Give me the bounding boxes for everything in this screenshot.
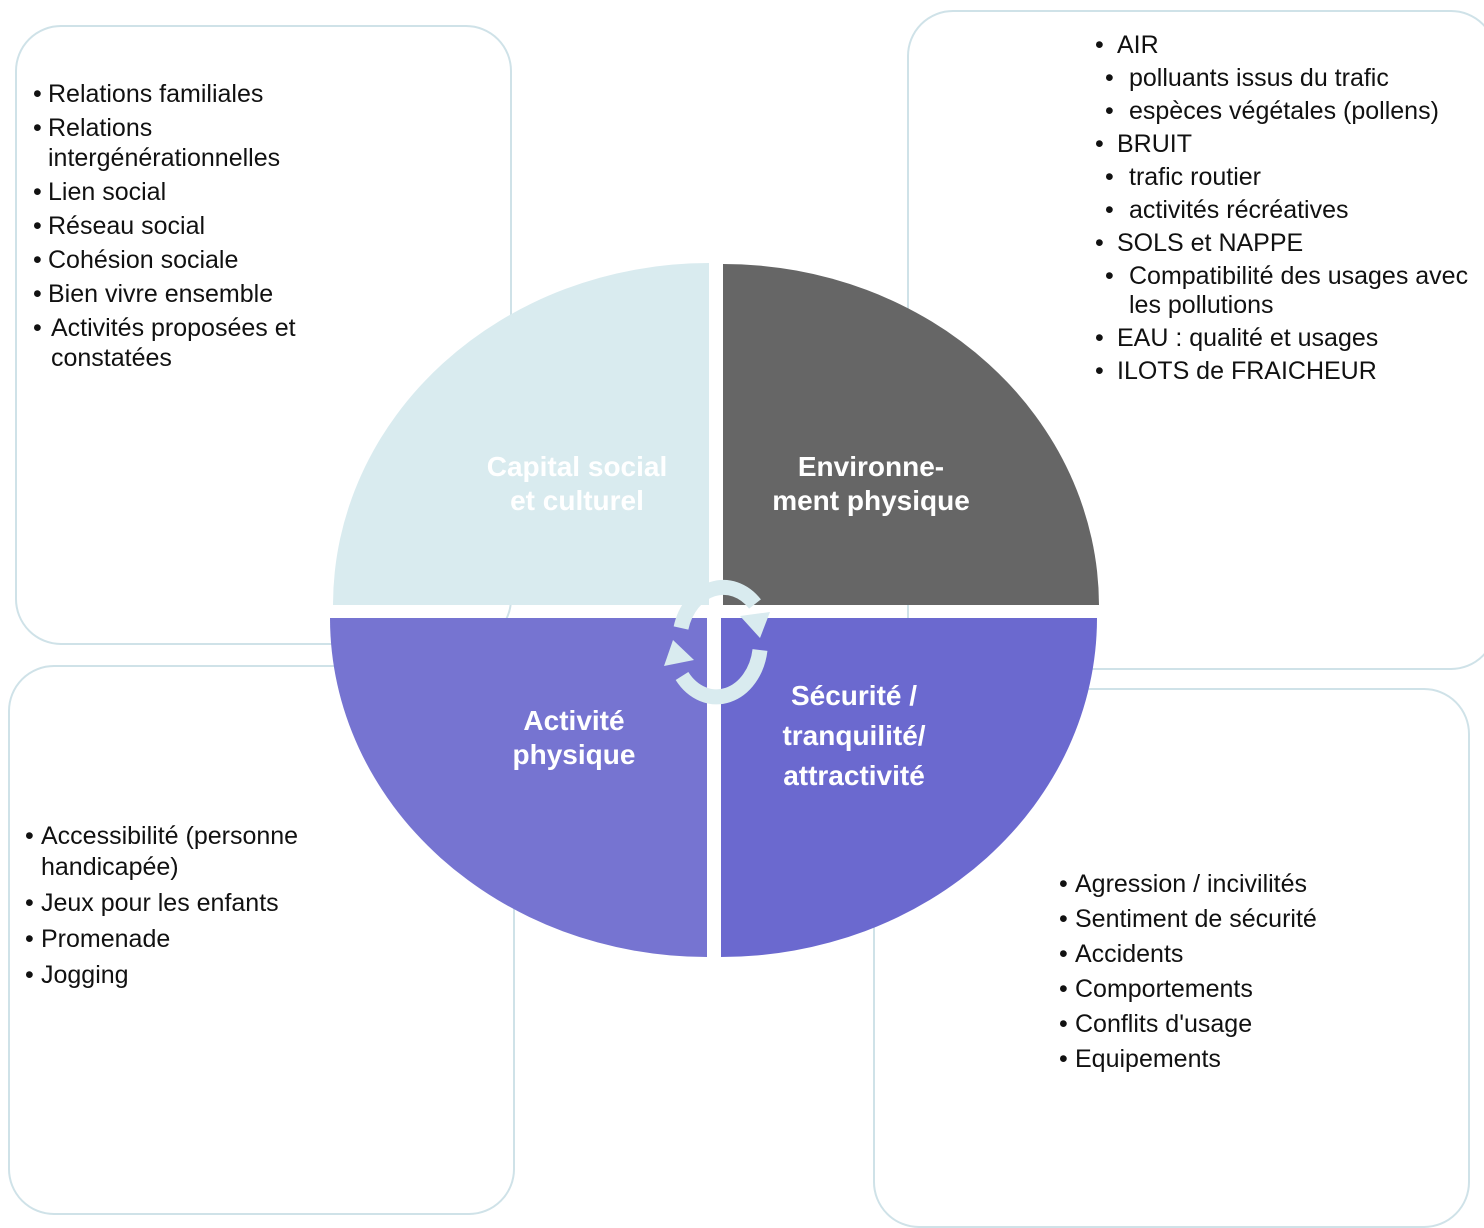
list-item: •Cohésion sociale [33,246,239,274]
list-item: •AIR [1095,31,1159,59]
list-subitem: •Compatibilité des usages avec les pollu… [1105,262,1469,319]
list-item: •Accessibilité (personne handicapée) [25,822,299,881]
label-line: Activité [523,705,625,736]
list-item: •Activités proposées et constatées [33,314,296,372]
quadrant-social [333,263,709,605]
list-subitem: •polluants issus du trafic [1105,64,1389,92]
quadrant-label-social: Capital social et culturel [466,450,688,518]
list-subitem: •trafic routier [1105,163,1261,191]
list-subitem: •espèces végétales (pollens) [1105,97,1439,125]
quadrant-activity [330,618,707,957]
label-line: attractivité [783,760,925,791]
label-line: Capital social [486,451,668,482]
list-item: •Jogging [25,961,129,989]
quadrant-label-security: Sécurité / tranquilité/ attractivité [756,676,952,796]
list-item: •Relations intergénérationnelles [33,114,281,172]
list-item: •Accidents [1059,940,1184,968]
activity-list: •Accessibilité (personne handicapée) •Je… [25,821,385,996]
list-item: •Promenade [25,925,171,953]
list-item: •Comportements [1059,975,1253,1003]
list-item: •Sentiment de sécurité [1059,905,1317,933]
list-item: •Equipements [1059,1045,1221,1073]
quadrant-label-activity: Activité physique [476,704,672,772]
label-line: ment physique [772,485,970,516]
list-item: •BRUIT [1095,130,1192,158]
cycle-arrows-icon [664,579,770,705]
list-item: •EAU : qualité et usages [1095,324,1379,352]
list-item: •ILOTS de FRAICHEUR [1095,357,1377,385]
arrowhead-left [664,640,694,666]
quadrant-environment [723,264,1099,605]
card-activity [8,665,515,1215]
list-item: •SOLS et NAPPE [1095,229,1304,257]
arrowhead-right [740,612,770,638]
label-line: Sécurité / [790,680,918,711]
list-item: •Jeux pour les enfants [25,889,279,917]
list-item: •Réseau social [33,212,206,240]
label-line: physique [512,739,636,770]
social-list: •Relations familiales •Relations intergé… [33,79,363,377]
list-item: •Bien vivre ensemble [33,280,274,308]
list-item: •Lien social [33,178,167,206]
cycle-arc-lower [675,648,768,705]
list-item: •Conflits d'usage [1059,1010,1253,1038]
quadrant-label-environment: Environne- ment physique [760,450,982,518]
list-item: •Relations familiales [33,80,264,108]
quadrant-security [721,618,1097,957]
list-subitem: •activités récréatives [1105,196,1349,224]
label-line: Environne- [797,451,945,482]
label-line: tranquilité/ [782,720,926,751]
security-list: •Agression / incivilités •Sentiment de s… [1059,869,1439,1079]
cycle-arc-upper [673,579,761,630]
list-item: •Agression / incivilités [1059,870,1308,898]
environment-list: •AIR •polluants issus du trafic •espèces… [1095,31,1484,390]
label-line: et culturel [510,485,644,516]
